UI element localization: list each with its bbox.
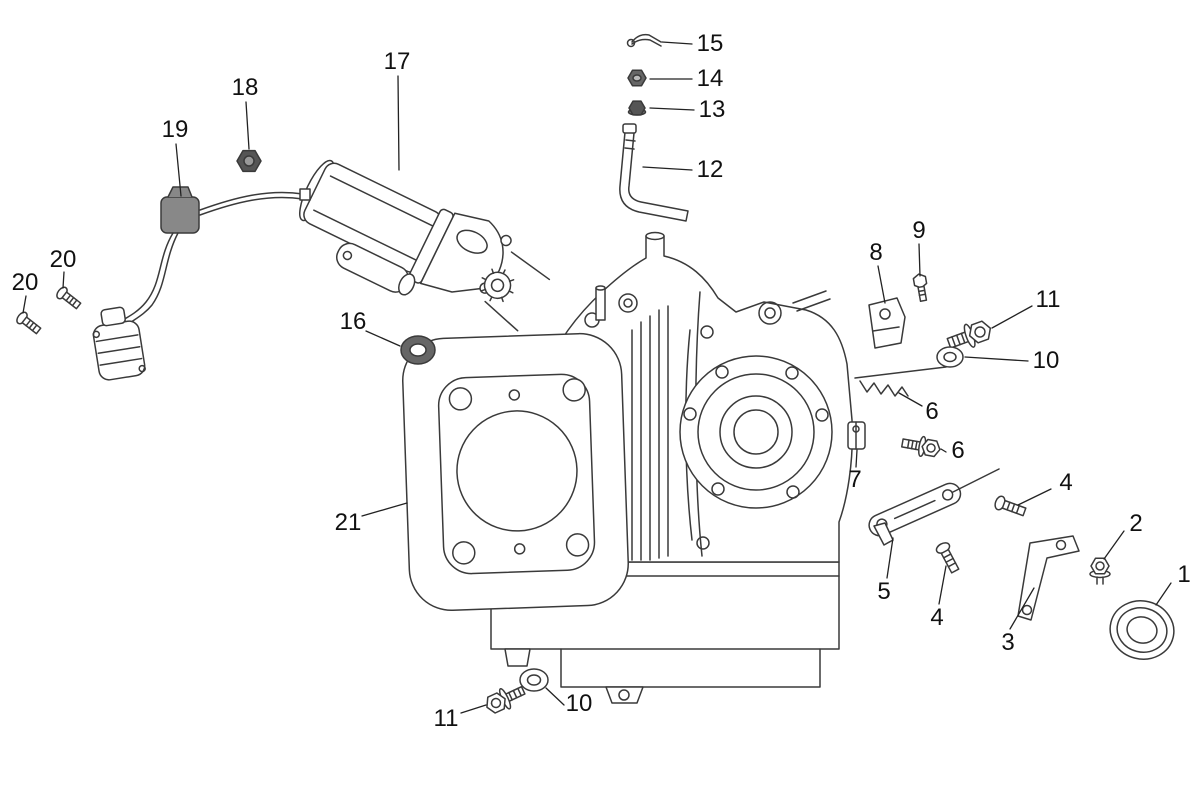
oil-pipe-12 bbox=[619, 123, 689, 222]
flange-nut-18 bbox=[236, 149, 262, 173]
cylinder-block bbox=[402, 332, 629, 612]
bracket-3 bbox=[1017, 535, 1080, 621]
nut-14 bbox=[627, 69, 647, 87]
washer-10-bottom bbox=[519, 668, 549, 692]
cooling-fins bbox=[631, 305, 669, 561]
screw-4-lower bbox=[933, 539, 963, 575]
leader-lines bbox=[22, 41, 1172, 714]
clip-7 bbox=[847, 421, 866, 450]
ignition-coil-assembly bbox=[92, 186, 311, 381]
cylinder-bore bbox=[456, 410, 578, 532]
nut-13 bbox=[627, 100, 647, 116]
charge-coil bbox=[92, 306, 146, 381]
drain-bolt-11-right bbox=[946, 320, 992, 349]
spring-6-upper bbox=[854, 366, 947, 397]
ignition-module bbox=[160, 196, 200, 234]
bolt-2 bbox=[1089, 557, 1111, 585]
oil-seal-16 bbox=[400, 335, 436, 365]
bolt-11-bottom bbox=[486, 685, 526, 714]
wire-connector bbox=[299, 188, 311, 201]
screw-20-a bbox=[54, 284, 84, 312]
screw-4-upper bbox=[992, 494, 1028, 520]
starter-motor bbox=[299, 159, 551, 332]
governor-arm-5 bbox=[868, 468, 1000, 546]
bolt-9 bbox=[912, 273, 928, 302]
oil-seal-1 bbox=[1109, 600, 1175, 660]
head-stud bbox=[595, 287, 606, 321]
cotter-pin-15 bbox=[626, 33, 662, 48]
washer-10-right bbox=[936, 346, 964, 368]
screw-20-b bbox=[14, 309, 44, 337]
bolt-6-lower bbox=[900, 435, 941, 458]
bracket-8 bbox=[868, 297, 906, 349]
